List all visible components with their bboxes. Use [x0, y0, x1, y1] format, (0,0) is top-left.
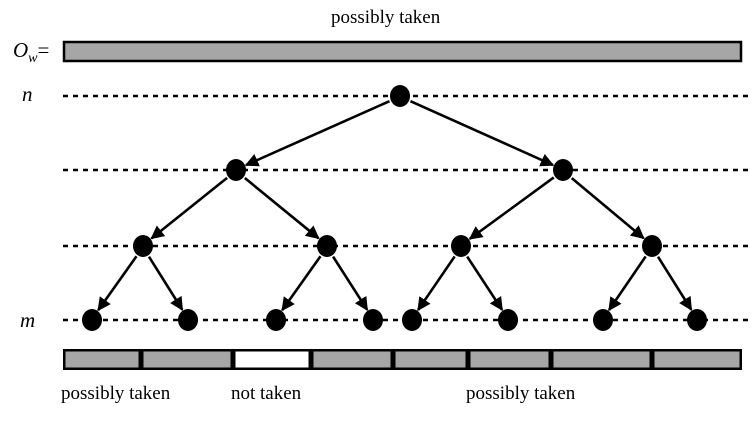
top-bar — [62, 40, 743, 63]
bottom-bar-cell-5 — [393, 349, 468, 370]
bottom-bar-cell-2 — [141, 349, 233, 370]
bottom-bar-cell-3 — [233, 349, 311, 370]
tree-node-h — [178, 309, 198, 331]
tree-node-j — [363, 309, 383, 331]
bottom-bar-cell-8 — [652, 349, 742, 370]
tree-node-b — [553, 159, 573, 181]
axis-label-ow: Ow= — [13, 40, 49, 66]
tree-edge-b-f — [570, 177, 645, 240]
top-bar-cell — [62, 40, 743, 63]
bottom-bar — [63, 349, 742, 370]
axis-label-n: n — [22, 82, 33, 106]
bottom-caption-2: not taken — [231, 383, 302, 404]
tree-node-p — [687, 309, 707, 331]
tree-edge-e-l — [466, 255, 504, 312]
bottom-bar-cell-4 — [311, 349, 393, 370]
tree-node-g — [82, 309, 102, 331]
bottom-caption-3: possibly taken — [466, 383, 576, 404]
bottom-bar-cell-6 — [468, 349, 551, 370]
tree-node-d — [317, 235, 337, 257]
axis-label-ow-equals: = — [37, 38, 50, 62]
tree-node-r — [390, 85, 410, 107]
tree-node-i — [266, 309, 286, 331]
tree-edge-f-p — [656, 255, 693, 311]
tree-node-k — [402, 309, 422, 331]
top-bar-caption: possibly taken — [331, 7, 441, 28]
tree-node-l — [498, 309, 518, 331]
tree-edge-b-e — [468, 176, 555, 240]
tree-edge-d-i — [281, 255, 322, 312]
tree-node-c — [133, 235, 153, 257]
tree-edge-r-a — [244, 99, 391, 167]
tree-edge-a-c — [150, 176, 228, 240]
dashed-guide-lines — [63, 94, 748, 322]
axis-label-m: m — [20, 308, 36, 332]
tree-edge-c-g — [97, 255, 138, 312]
axis-label-ow-subscript: w — [28, 51, 38, 67]
tree-edge-a-d — [244, 177, 320, 240]
tree-node-a — [226, 159, 246, 181]
tree-edges — [97, 99, 693, 312]
tree-edge-c-h — [147, 255, 184, 311]
tree-node-f — [642, 235, 662, 257]
tree-edge-d-j — [331, 255, 369, 311]
tree-edge-r-b — [409, 99, 555, 167]
tree-node-o — [593, 309, 613, 331]
bottom-bar-cell-1 — [63, 349, 141, 370]
tree-nodes — [82, 85, 707, 331]
bottom-bar-cell-7 — [551, 349, 652, 370]
tree-edge-e-k — [416, 255, 456, 312]
bottom-caption-1: possibly taken — [61, 383, 171, 404]
tree-node-e — [451, 235, 471, 257]
axis-label-ow-symbol: O — [13, 38, 29, 62]
tree-edge-f-o — [607, 255, 647, 312]
